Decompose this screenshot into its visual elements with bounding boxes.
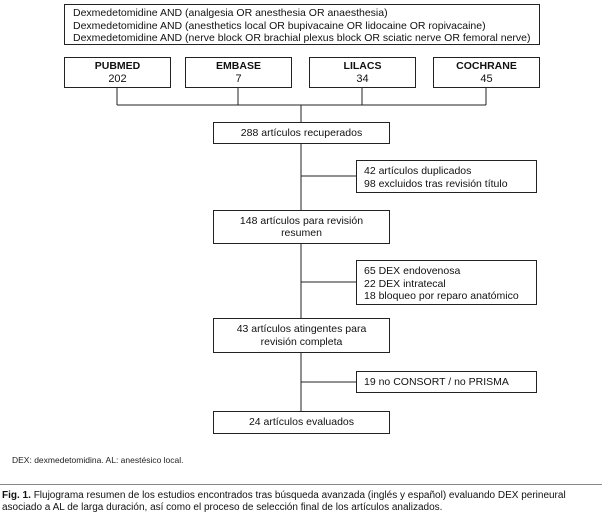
- database-name: COCHRANE: [456, 60, 517, 72]
- database-count: 7: [235, 72, 242, 85]
- evaluated-articles-box: 24 artículos evaluados: [213, 411, 390, 434]
- exclusion-item: 19 no CONSORT / no PRISMA: [364, 376, 509, 388]
- recovered-articles-box: 288 artículos recuperados: [213, 122, 390, 144]
- exclusion-box-consort: 19 no CONSORT / no PRISMA: [356, 371, 537, 393]
- database-count: 34: [356, 72, 369, 85]
- pertinent-articles-line-1: 43 artículos atingentes para: [236, 323, 367, 335]
- exclusion-item: 18 bloqueo por reparo anatómico: [364, 290, 519, 302]
- exclusion-box-route: 65 DEX endovenosa 22 DEX intratecal 18 b…: [356, 260, 537, 305]
- exclusion-item: 98 excluidos tras revisión título: [364, 177, 508, 190]
- database-name: PUBMED: [94, 60, 141, 72]
- review-articles-line-1: 148 artículos para revisión: [239, 214, 364, 227]
- pertinent-articles-box: 43 artículos atingentes para revisión co…: [213, 318, 390, 353]
- exclusion-item: 22 DEX intratecal: [364, 277, 446, 290]
- caption-divider: [0, 484, 602, 485]
- pertinent-articles-line-2: revisión completa: [260, 335, 343, 348]
- abbreviation-footnote: DEX: dexmedetomidina. AL: anestésico loc…: [12, 455, 184, 465]
- review-articles-line-2: resumen: [281, 227, 322, 239]
- database-box-embase: EMBASE 7: [185, 57, 292, 88]
- database-count: 45: [480, 72, 493, 85]
- database-box-cochrane: COCHRANE 45: [433, 57, 540, 88]
- exclusion-item: 65 DEX endovenosa: [364, 265, 461, 277]
- exclusion-item: 42 artículos duplicados: [364, 165, 472, 177]
- database-box-pubmed: PUBMED 202: [64, 57, 171, 88]
- recovered-articles-label: 288 artículos recuperados: [240, 126, 363, 139]
- figure-caption-text: Flujograma resumen de los estudios encon…: [2, 490, 566, 513]
- exclusion-box-duplicates: 42 artículos duplicados 98 excluidos tra…: [356, 160, 537, 193]
- search-line-3: Dexmedetomidine AND (nerve block OR brac…: [73, 32, 531, 44]
- evaluated-articles-label: 24 artículos evaluados: [248, 416, 355, 429]
- database-name: EMBASE: [216, 60, 261, 72]
- search-line-1: Dexmedetomidine AND (analgesia OR anesth…: [73, 7, 388, 19]
- figure-label: Fig. 1.: [2, 490, 31, 501]
- search-strategy-box: Dexmedetomidine AND (analgesia OR anesth…: [64, 4, 540, 45]
- database-count: 202: [108, 72, 127, 85]
- review-articles-box: 148 artículos para revisión resumen: [213, 210, 390, 244]
- search-line-2: Dexmedetomidine AND (anesthetics local O…: [73, 19, 486, 32]
- figure-caption: Fig. 1. Flujograma resumen de los estudi…: [2, 490, 600, 513]
- database-box-lilacs: LILACS 34: [309, 57, 416, 88]
- database-name: LILACS: [343, 60, 382, 72]
